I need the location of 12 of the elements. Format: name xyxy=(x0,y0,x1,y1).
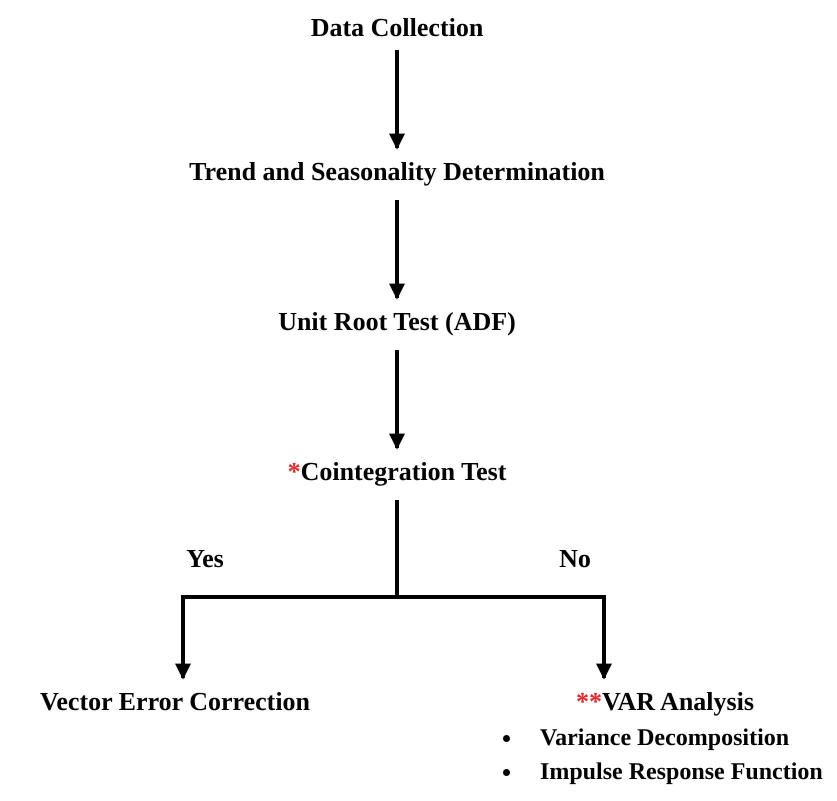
arrow xyxy=(389,200,405,300)
arrow xyxy=(389,50,405,150)
step-title: Trend and Seasonality Determination xyxy=(189,156,605,188)
step-title: **VAR Analysis xyxy=(576,686,754,718)
step-title: Unit Root Test (ADF) xyxy=(278,306,516,338)
step-title: Data Collection xyxy=(310,12,484,44)
arrow xyxy=(395,500,612,680)
bullet-item: Impulse Response Function xyxy=(540,758,823,788)
arrow xyxy=(389,350,405,450)
step-title: Vector Error Correction xyxy=(40,686,310,718)
bullet-item: Variance Decomposition xyxy=(540,724,790,754)
step-title: *Cointegration Test xyxy=(288,456,506,488)
